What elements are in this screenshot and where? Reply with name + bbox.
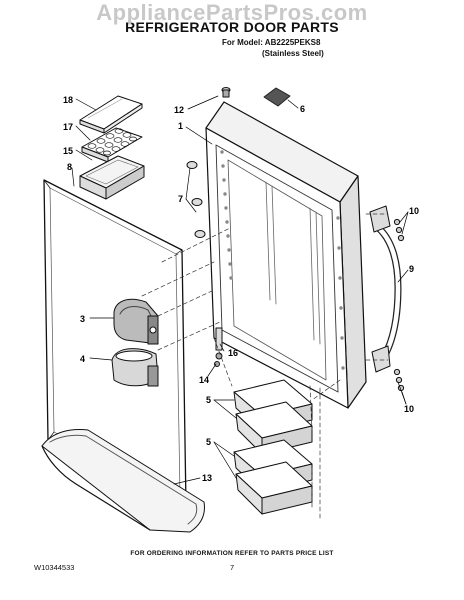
part-10-screws — [393, 218, 405, 392]
part-12-screw — [221, 87, 231, 98]
part-17-egg-tray — [81, 127, 143, 163]
callout-8: 8 — [67, 162, 72, 172]
part-1-door — [205, 101, 367, 409]
document-number: W10344533 — [34, 563, 75, 572]
callout-3: 3 — [80, 314, 85, 324]
callout-16: 16 — [228, 348, 238, 358]
callout-17: 17 — [63, 122, 73, 132]
part-18-tray-lid — [79, 95, 143, 134]
part-6-label — [263, 87, 291, 107]
ordering-info: FOR ORDERING INFORMATION REFER TO PARTS … — [130, 550, 334, 557]
part-5-door-bins-lower — [233, 439, 313, 515]
callout-10-lower: 10 — [404, 404, 414, 414]
callout-12: 12 — [174, 105, 184, 115]
callout-1: 1 — [178, 121, 183, 131]
callout-5-upper: 5 — [206, 395, 211, 405]
part-13-bottom-shelf — [41, 429, 205, 533]
callout-14: 14 — [199, 375, 209, 385]
callout-5-lower: 5 — [206, 437, 211, 447]
leader-lines — [71, 95, 409, 485]
part-9-handle — [369, 205, 402, 373]
callout-9: 9 — [409, 264, 414, 274]
page-number: 7 — [230, 563, 235, 572]
part-15-dairy-bin — [79, 155, 145, 200]
callout-15: 15 — [63, 146, 73, 156]
callout-10-upper: 10 — [409, 206, 419, 216]
part-4-dispenser-shelf — [111, 348, 159, 387]
part-7-door-stops — [186, 161, 206, 238]
part-3-dispenser — [113, 298, 159, 345]
callout-18: 18 — [63, 95, 73, 105]
callout-labels: 18 17 15 8 12 1 6 7 10 9 3 4 16 14 5 5 1… — [63, 95, 419, 483]
page-title: REFRIGERATOR DOOR PARTS — [125, 19, 339, 35]
callout-13: 13 — [202, 473, 212, 483]
callout-6: 6 — [300, 104, 305, 114]
finish-line: (Stainless Steel) — [262, 49, 324, 58]
callout-4: 4 — [80, 354, 85, 364]
model-line: For Model: AB2225PEKS8 — [222, 38, 321, 47]
assembly-dashed-lines — [141, 213, 389, 521]
part-16-14-hinge — [214, 327, 223, 367]
callout-7: 7 — [178, 194, 183, 204]
watermark: AppliancePartsPros.com — [96, 0, 368, 25]
